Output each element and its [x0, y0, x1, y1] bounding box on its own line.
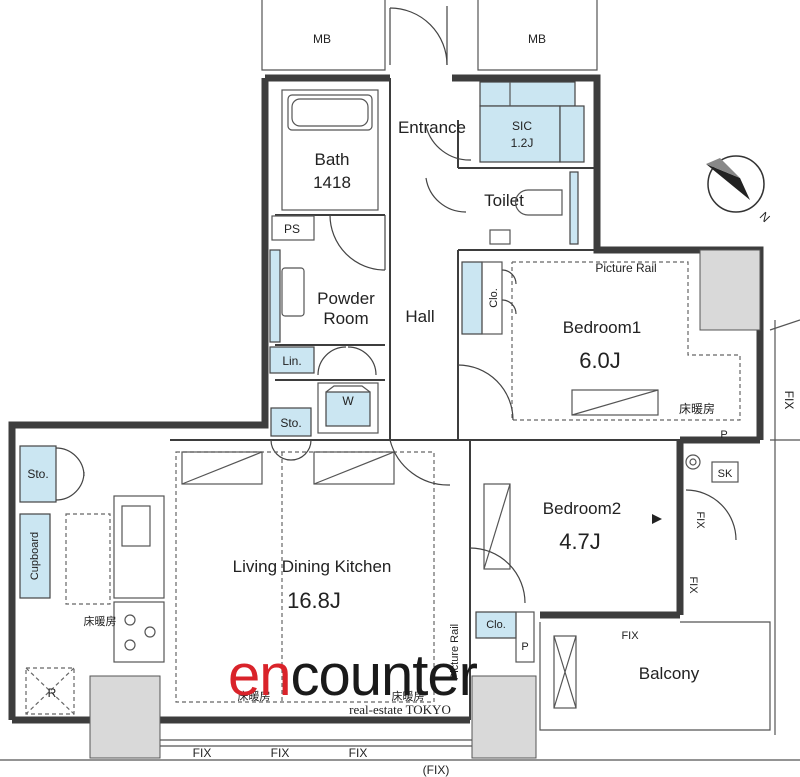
- north-arrow-icon: N: [706, 155, 773, 225]
- fix-bed2-door-label: FIX: [694, 511, 706, 529]
- p-bed1-label: P: [720, 429, 727, 441]
- sto-hall: Sto.: [270, 407, 312, 437]
- picture-rail-top-label: Picture Rail: [595, 261, 656, 275]
- outer-walls: [8, 74, 764, 724]
- powder-door-left: [317, 346, 347, 376]
- fix-paren-label: (FIX): [423, 763, 450, 777]
- entrance-label: Entrance: [398, 118, 466, 137]
- bedroom1-closet: Clo.: [461, 261, 517, 335]
- bath-size-label: 1418: [313, 173, 351, 192]
- toilet-label: Toilet: [484, 191, 524, 210]
- mb-right-label: MB: [528, 32, 546, 46]
- logo-en-text: en: [228, 643, 291, 708]
- sto-hall-label: Sto.: [280, 416, 301, 430]
- ldk-name-label: Living Dining Kitchen: [233, 557, 392, 576]
- sic-door: [425, 125, 472, 161]
- bedroom2-closet: Clo. P: [475, 611, 535, 663]
- floor-heating-bed1-label: 床暖房: [679, 401, 715, 416]
- powder-label-2: Room: [323, 309, 368, 328]
- bedroom2-name-label: Bedroom2: [543, 499, 621, 518]
- clo-bed2-label: Clo.: [486, 619, 506, 631]
- sic-name-label: SIC: [512, 119, 532, 133]
- bottom-windows: FIX FIX FIX (FIX): [0, 739, 800, 777]
- bedroom2: Bedroom2 4.7J: [483, 483, 662, 570]
- bath-door: [329, 214, 386, 271]
- bedroom2-door: [469, 547, 526, 604]
- mb-left-block: MB: [261, 0, 386, 71]
- brand-logo: encounter real-estate TOKYO: [228, 643, 479, 717]
- fix-bed2-window-label: FIX: [687, 576, 699, 594]
- kitchen: Sto. Cupboard 床暖房 R: [19, 445, 165, 715]
- bedroom2-balcony-door: [685, 489, 737, 541]
- powder-label-1: Powder: [317, 289, 375, 308]
- mb-right-block: MB: [477, 0, 598, 71]
- balcony-label: Balcony: [639, 664, 700, 683]
- sto-kitchen-label: Sto.: [27, 467, 48, 481]
- cupboard-label: Cupboard: [29, 532, 41, 580]
- bedroom1-name-label: Bedroom1: [563, 318, 641, 337]
- ps-box: PS: [271, 215, 315, 241]
- floor-heating-ldk-right-label: 床暖房: [392, 689, 425, 703]
- mb-left-label: MB: [313, 32, 331, 46]
- bedroom2-size-label: 4.7J: [559, 529, 601, 554]
- column-kitchen: [89, 675, 161, 759]
- hall-label: Hall: [405, 307, 434, 326]
- floor-heating-ldk-left-label: 床暖房: [238, 689, 271, 703]
- toilet: Toilet: [484, 171, 579, 245]
- lin-storage: Lin.: [269, 346, 315, 374]
- sic-size-label: 1.2J: [511, 136, 534, 150]
- interior-walls: [170, 78, 680, 720]
- powder-door-right: [347, 346, 377, 376]
- sto-door-r: [290, 439, 312, 461]
- entrance-door: [389, 6, 448, 66]
- column-balcony: [471, 675, 537, 759]
- stove-burners-icon: [124, 614, 156, 651]
- ldk-door: [389, 439, 451, 486]
- fix-right-label: FIX: [782, 391, 796, 410]
- powder-room: Powder Room: [269, 249, 375, 343]
- floor-heating-kitchen-label: 床暖房: [84, 614, 117, 628]
- ldk-size-label: 16.8J: [287, 588, 341, 613]
- clo-bed1-label: Clo.: [488, 288, 500, 308]
- sto-door-l: [270, 439, 292, 461]
- balcony: FIX Balcony: [539, 320, 776, 735]
- sic-closet: SIC 1.2J: [479, 81, 585, 163]
- living-dining-kitchen: Living Dining Kitchen 16.8J 床暖房 床暖房: [175, 451, 435, 703]
- bedroom1-size-label: 6.0J: [579, 348, 621, 373]
- north-label: N: [757, 209, 773, 225]
- washer-label: W: [342, 394, 354, 408]
- fix-bottom-2-label: FIX: [271, 746, 290, 760]
- p-clo2-label: P: [521, 641, 528, 653]
- bath-name-label: Bath: [315, 150, 350, 169]
- sk-label: SK: [718, 468, 733, 480]
- logo-en: encounter: [228, 643, 478, 708]
- toilet-door: [425, 177, 467, 213]
- fix-balcony-label: FIX: [621, 630, 639, 642]
- picture-rail-vertical-label: Picture Rail: [449, 624, 461, 680]
- fridge-label: R: [48, 686, 57, 700]
- sk-sink: SK: [685, 454, 739, 483]
- bedroom1-door: [457, 364, 514, 421]
- lin-label: Lin.: [282, 354, 301, 368]
- bedroom1: Picture Rail Bedroom1 6.0J 床暖房: [511, 261, 741, 421]
- brand-tagline: real-estate TOKYO: [349, 702, 451, 717]
- logo-counter-text: counter: [291, 643, 478, 708]
- fix-bottom-1-label: FIX: [193, 746, 212, 760]
- washer-space: W: [317, 382, 379, 434]
- column-bed1: [699, 249, 761, 331]
- ps-label: PS: [284, 222, 300, 236]
- fix-bottom-3-label: FIX: [349, 746, 368, 760]
- bath: Bath 1418: [281, 89, 379, 211]
